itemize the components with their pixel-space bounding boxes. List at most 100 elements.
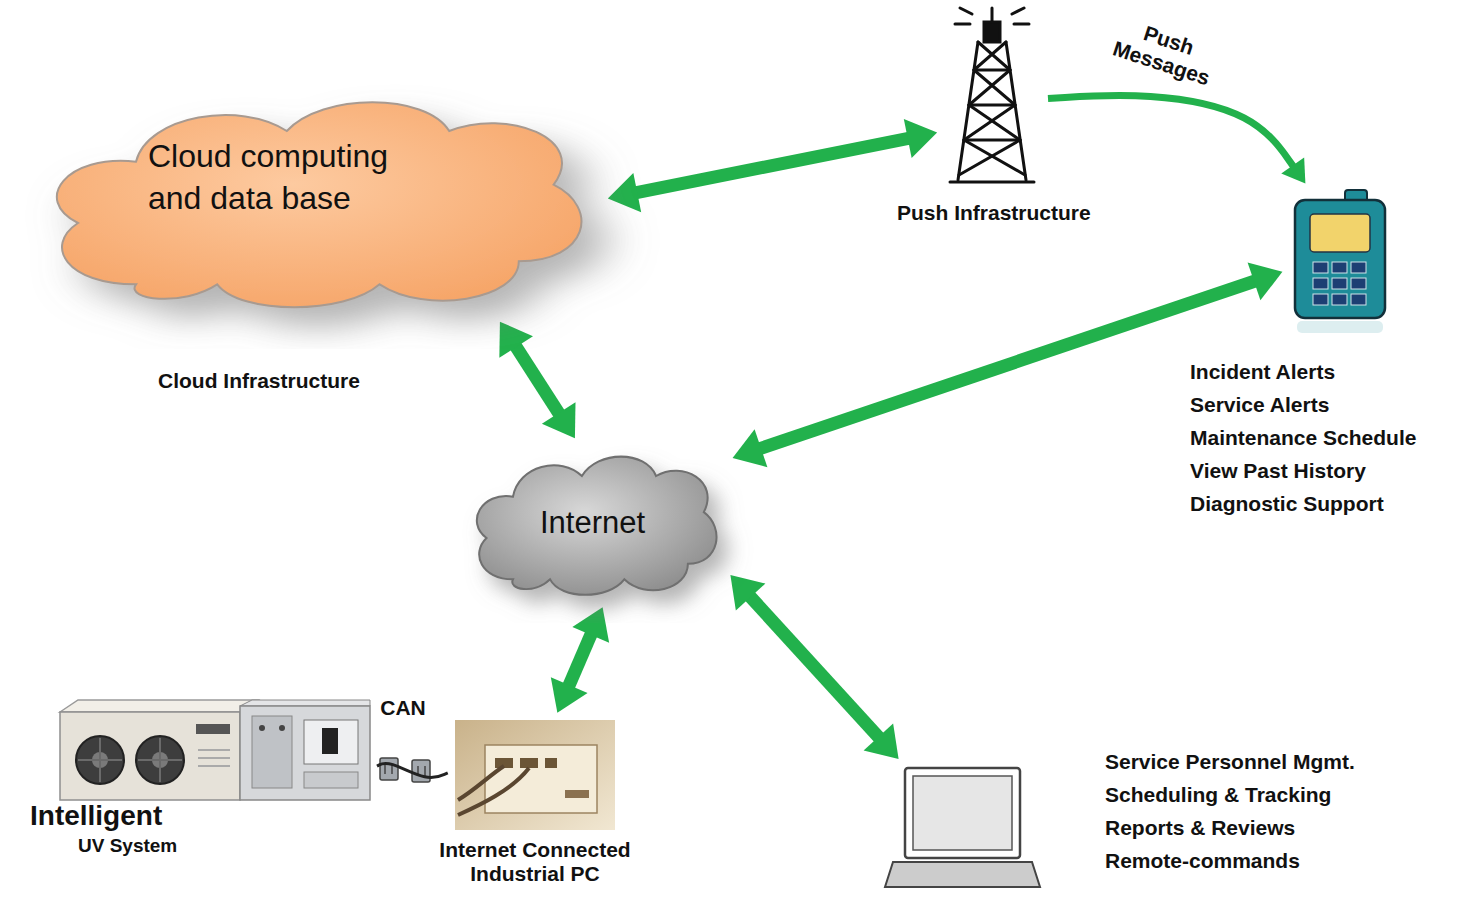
radio-tower-part bbox=[1006, 42, 1026, 180]
industrial-pc-photo-part bbox=[545, 758, 557, 768]
uv-system-unit-part bbox=[240, 706, 370, 800]
industrial-pc-photo-part bbox=[485, 745, 597, 813]
node-text: Intelligent bbox=[30, 800, 162, 832]
radio-tower-part bbox=[964, 139, 1020, 142]
node-text: Incident Alerts bbox=[1190, 355, 1416, 388]
uv-system-unit-part bbox=[78, 759, 122, 761]
uv-system-unit-part bbox=[76, 736, 124, 784]
uv-system-unit-part bbox=[304, 772, 358, 788]
radio-tower-part bbox=[991, 8, 994, 22]
uv-system-unit-part bbox=[196, 724, 230, 734]
mobile-phone-icon-part bbox=[1297, 321, 1383, 333]
industrial-pc-photo-part bbox=[565, 790, 589, 798]
industrial-pc-photo-part bbox=[520, 758, 538, 768]
can-connector-part bbox=[384, 764, 386, 774]
arrowhead bbox=[551, 677, 588, 712]
uv-system-unit-part bbox=[60, 700, 258, 712]
laptop-console: Service Personnel Mgmt.Scheduling & Trac… bbox=[880, 765, 1040, 890]
node-text: Service Personnel Mgmt. bbox=[1105, 745, 1355, 778]
mobile-phone-icon-part-part bbox=[1351, 294, 1366, 305]
radio-tower-part bbox=[958, 42, 978, 180]
mobile-device: Incident AlertsService AlertsMaintenance… bbox=[1290, 190, 1390, 322]
arrowhead bbox=[730, 575, 765, 611]
radio-tower-part bbox=[974, 42, 1006, 70]
radio-tower-part bbox=[1012, 8, 1024, 14]
connector bbox=[377, 763, 448, 777]
industrial-pc: Internet Connected Industrial PC bbox=[455, 720, 615, 830]
arrowhead bbox=[864, 723, 899, 759]
radio-tower-part bbox=[955, 23, 970, 26]
connector bbox=[730, 575, 898, 759]
radio-tower-part bbox=[959, 140, 1020, 175]
mobile-phone-icon-part bbox=[1313, 262, 1366, 305]
mobile-phone-icon-part-part bbox=[1332, 262, 1347, 273]
uv-system-unit-part bbox=[252, 716, 292, 788]
connector-line bbox=[749, 596, 879, 739]
node-text: View Past History bbox=[1190, 454, 1416, 487]
radio-tower-part bbox=[960, 8, 972, 14]
arrowhead bbox=[733, 429, 768, 467]
uv-system-unit-part bbox=[60, 712, 240, 800]
node-text: Scheduling & Tracking bbox=[1105, 778, 1355, 811]
uv-system-unit-part bbox=[304, 720, 358, 764]
arrowhead bbox=[572, 607, 609, 642]
edge-label: Push Messages bbox=[1101, 11, 1230, 94]
node-text: Internet Connected Industrial PC bbox=[415, 838, 655, 886]
radio-tower bbox=[950, 8, 1034, 182]
uv-system-unit-part bbox=[198, 749, 230, 751]
uv-system-unit-part bbox=[279, 725, 285, 731]
cloud-outline bbox=[57, 102, 582, 307]
cloud-outline bbox=[477, 457, 717, 595]
connector bbox=[499, 322, 575, 439]
arrowhead bbox=[499, 322, 533, 358]
uv-system-unit bbox=[60, 700, 370, 800]
text-group: Internet Connected Industrial PC bbox=[415, 838, 655, 886]
industrial-pc-photo bbox=[455, 720, 615, 830]
mobile-phone-icon-part-part bbox=[1332, 278, 1347, 289]
connector bbox=[608, 119, 937, 212]
text-group: Push Infrastructure bbox=[897, 200, 1091, 226]
node-text: UV System bbox=[78, 834, 177, 857]
uv-system: IntelligentUV System bbox=[60, 700, 370, 800]
text-group: Intelligent bbox=[30, 800, 162, 832]
node-text: Service Alerts bbox=[1190, 388, 1416, 421]
node-text: Push Infrastructure bbox=[897, 200, 1091, 226]
laptop-icon-part bbox=[885, 862, 1040, 887]
can-connector-part bbox=[380, 758, 398, 780]
arrowhead bbox=[904, 119, 937, 158]
radio-tower-part bbox=[964, 105, 1015, 140]
node-text: Remote-commands bbox=[1105, 844, 1355, 877]
node-text: Diagnostic Support bbox=[1190, 487, 1416, 520]
node-text: Internet bbox=[540, 505, 645, 541]
mobile-phone-icon-part-part bbox=[1351, 262, 1366, 273]
mobile-phone-icon-part-part bbox=[1313, 294, 1328, 305]
uv-system-unit-part bbox=[322, 728, 338, 754]
connector-line bbox=[568, 633, 591, 687]
uv-system-unit-part bbox=[259, 725, 265, 731]
arrowhead bbox=[1281, 157, 1305, 183]
node-text: Cloud Infrastructure bbox=[158, 368, 360, 394]
mobile-phone-icon-part-part bbox=[1332, 294, 1347, 305]
mobile-phone-icon bbox=[1295, 190, 1385, 333]
uv-system-unit-part bbox=[198, 757, 230, 759]
mobile-phone-icon-part-part bbox=[1351, 278, 1366, 289]
push-infrastructure: Push Infrastructure bbox=[945, 10, 1040, 188]
node-text: Cloud computing and data base bbox=[148, 135, 438, 219]
edge-label: CAN bbox=[368, 696, 438, 720]
connector-line bbox=[515, 345, 560, 414]
radio-tower-part bbox=[969, 70, 1010, 105]
text-group: Incident AlertsService AlertsMaintenance… bbox=[1190, 355, 1416, 520]
industrial-pc-photo-part bbox=[458, 768, 529, 815]
connector-line bbox=[759, 281, 1256, 449]
mobile-phone-icon-part bbox=[1310, 214, 1370, 252]
radio-tower-part bbox=[950, 181, 1034, 184]
uv-system-unit-part bbox=[198, 765, 230, 767]
uv-system-unit-part bbox=[240, 700, 370, 706]
mobile-phone-icon-part-part bbox=[1313, 278, 1328, 289]
radio-tower-part bbox=[974, 70, 1015, 105]
text-group: Cloud Infrastructure bbox=[158, 368, 360, 394]
laptop-icon bbox=[885, 768, 1040, 887]
arrowhead bbox=[1248, 262, 1283, 300]
node-text: Reports & Reviews bbox=[1105, 811, 1355, 844]
